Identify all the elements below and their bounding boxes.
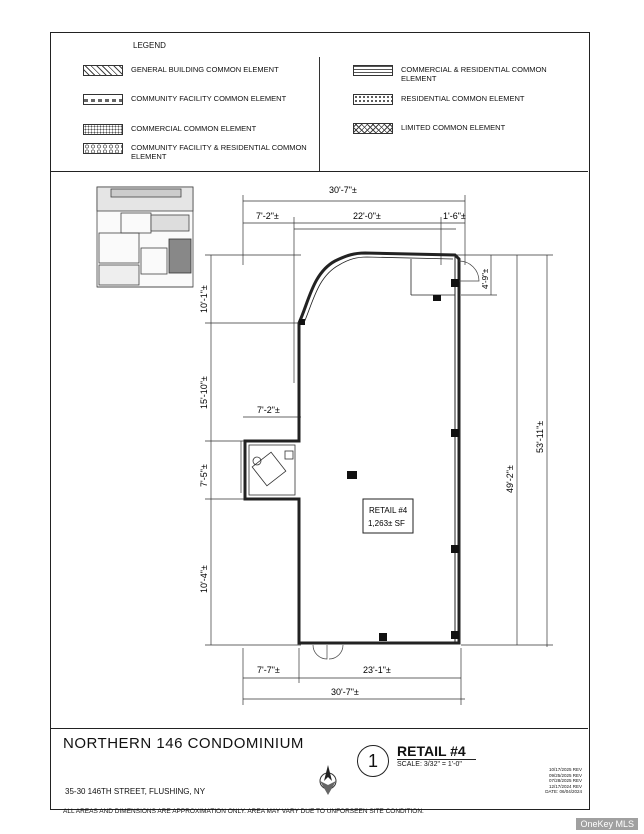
dim-top-right: 1'-6"± — [443, 211, 466, 221]
revision-entry: 12/17/2024 REV — [548, 783, 582, 789]
legend-item-commercial-residential: COMMERCIAL & RESIDENTIAL COMMON ELEMENT — [353, 65, 581, 83]
room-name: RETAIL #4 — [369, 506, 408, 515]
legend-divider — [319, 57, 320, 171]
dim-bottom-left: 7'-7"± — [257, 665, 280, 675]
columns — [299, 279, 459, 641]
dimension-lines-bottom — [242, 648, 465, 705]
dim-left-1: 10'-1"± — [199, 285, 209, 313]
dim-top-left: 7'-2"± — [256, 211, 279, 221]
dim-left-2: 15'-10"± — [199, 376, 209, 409]
revision-entry: DATE: 06/04/2024 — [545, 789, 582, 794]
revision-entry: 10/17/2025 REV — [548, 767, 582, 772]
legend-label: COMMUNITY FACILITY & RESIDENTIAL COMMON … — [131, 143, 307, 161]
dimension-lines-right — [455, 254, 553, 647]
legend-label: RESIDENTIAL COMMON ELEMENT — [401, 94, 525, 103]
unit-walls — [243, 251, 461, 645]
dim-mid-left: 7'-2"± — [257, 405, 280, 415]
lines-swatch — [353, 65, 393, 76]
dim-right-outer: 53'-11"± — [535, 421, 545, 453]
legend-label: COMMERCIAL & RESIDENTIAL COMMON ELEMENT — [401, 65, 547, 83]
project-address: 35-30 146TH STREET, FLUSHING, NY — [65, 787, 206, 796]
dim-right-inner: 49'-2"± — [505, 465, 515, 493]
dim-left-4: 10'-4"± — [199, 565, 209, 593]
legend-item-commercial: COMMERCIAL COMMON ELEMENT — [83, 124, 311, 135]
dimension-lines-left — [205, 254, 301, 646]
revision-entry: 07/28/2025 REV — [548, 778, 582, 783]
circles-swatch — [83, 143, 123, 154]
legend-item-limited: LIMITED COMMON ELEMENT — [353, 123, 581, 134]
dim-left-3: 7'-5"± — [199, 464, 209, 487]
legend-label: COMMERCIAL COMMON ELEMENT — [131, 124, 257, 133]
dash-swatch — [83, 94, 123, 105]
cross-swatch — [353, 123, 393, 134]
legend-label: COMMUNITY FACILITY COMMON ELEMENT — [131, 94, 287, 103]
legend-title: LEGEND — [133, 41, 166, 50]
legend-item-residential: RESIDENTIAL COMMON ELEMENT — [353, 94, 581, 105]
entrance-doors — [312, 644, 344, 660]
legend-label: LIMITED COMMON ELEMENT — [401, 123, 506, 132]
plan-scale: SCALE: 3/32" = 1'-0" — [397, 761, 462, 768]
dim-top-mid: 22'-0"± — [353, 211, 381, 221]
revision-list: 10/17/2025 REV 09/25/2025 REV 07/28/2025… — [545, 767, 582, 795]
title-block: NORTHERN 146 CONDOMINIUM 35-30 146TH STR… — [51, 728, 588, 810]
legend: LEGEND GENERAL BUILDING COMMON ELEMENT C… — [51, 33, 588, 172]
legend-item-community-residential: COMMUNITY FACILITY & RESIDENTIAL COMMON … — [83, 143, 331, 161]
door-swing-top — [458, 260, 480, 282]
dots-swatch — [83, 124, 123, 135]
north-arrow-icon — [319, 765, 337, 795]
legend-item-community-facility: COMMUNITY FACILITY COMMON ELEMENT — [83, 94, 311, 105]
room-label-box — [362, 498, 414, 534]
dimension-lines-top — [242, 195, 466, 383]
dim-right-small: 4'-9"± — [481, 268, 490, 289]
dim-bottom-right: 23'-1"± — [363, 665, 391, 675]
plan-number: 1 — [357, 745, 389, 777]
project-name: NORTHERN 146 CONDOMINIUM — [63, 735, 304, 752]
dim-bottom-overall: 30'-7"± — [331, 687, 359, 697]
restroom — [248, 444, 296, 496]
plan-title: RETAIL #4 — [397, 743, 476, 760]
dots-swatch — [353, 94, 393, 105]
dim-top-overall: 30'-7"± — [329, 185, 357, 195]
revision-entry: 09/25/2025 REV — [548, 772, 582, 778]
watermark: OneKey MLS — [576, 818, 638, 830]
drawing-sheet: LEGEND GENERAL BUILDING COMMON ELEMENT C… — [50, 32, 590, 810]
hatch-swatch — [83, 65, 123, 76]
room-area: 1,263± SF — [368, 519, 405, 528]
legend-label: GENERAL BUILDING COMMON ELEMENT — [131, 65, 279, 74]
floor-plan: 30'-7"± 7'-2"± 22'-0"± 1'-6"± 10'-1"± 15… — [96, 185, 553, 705]
legend-item-general-building: GENERAL BUILDING COMMON ELEMENT — [83, 65, 311, 76]
disclaimer: ALL AREAS AND DIMENSIONS ARE APPROXIMATI… — [63, 808, 424, 815]
key-plan — [96, 186, 194, 288]
